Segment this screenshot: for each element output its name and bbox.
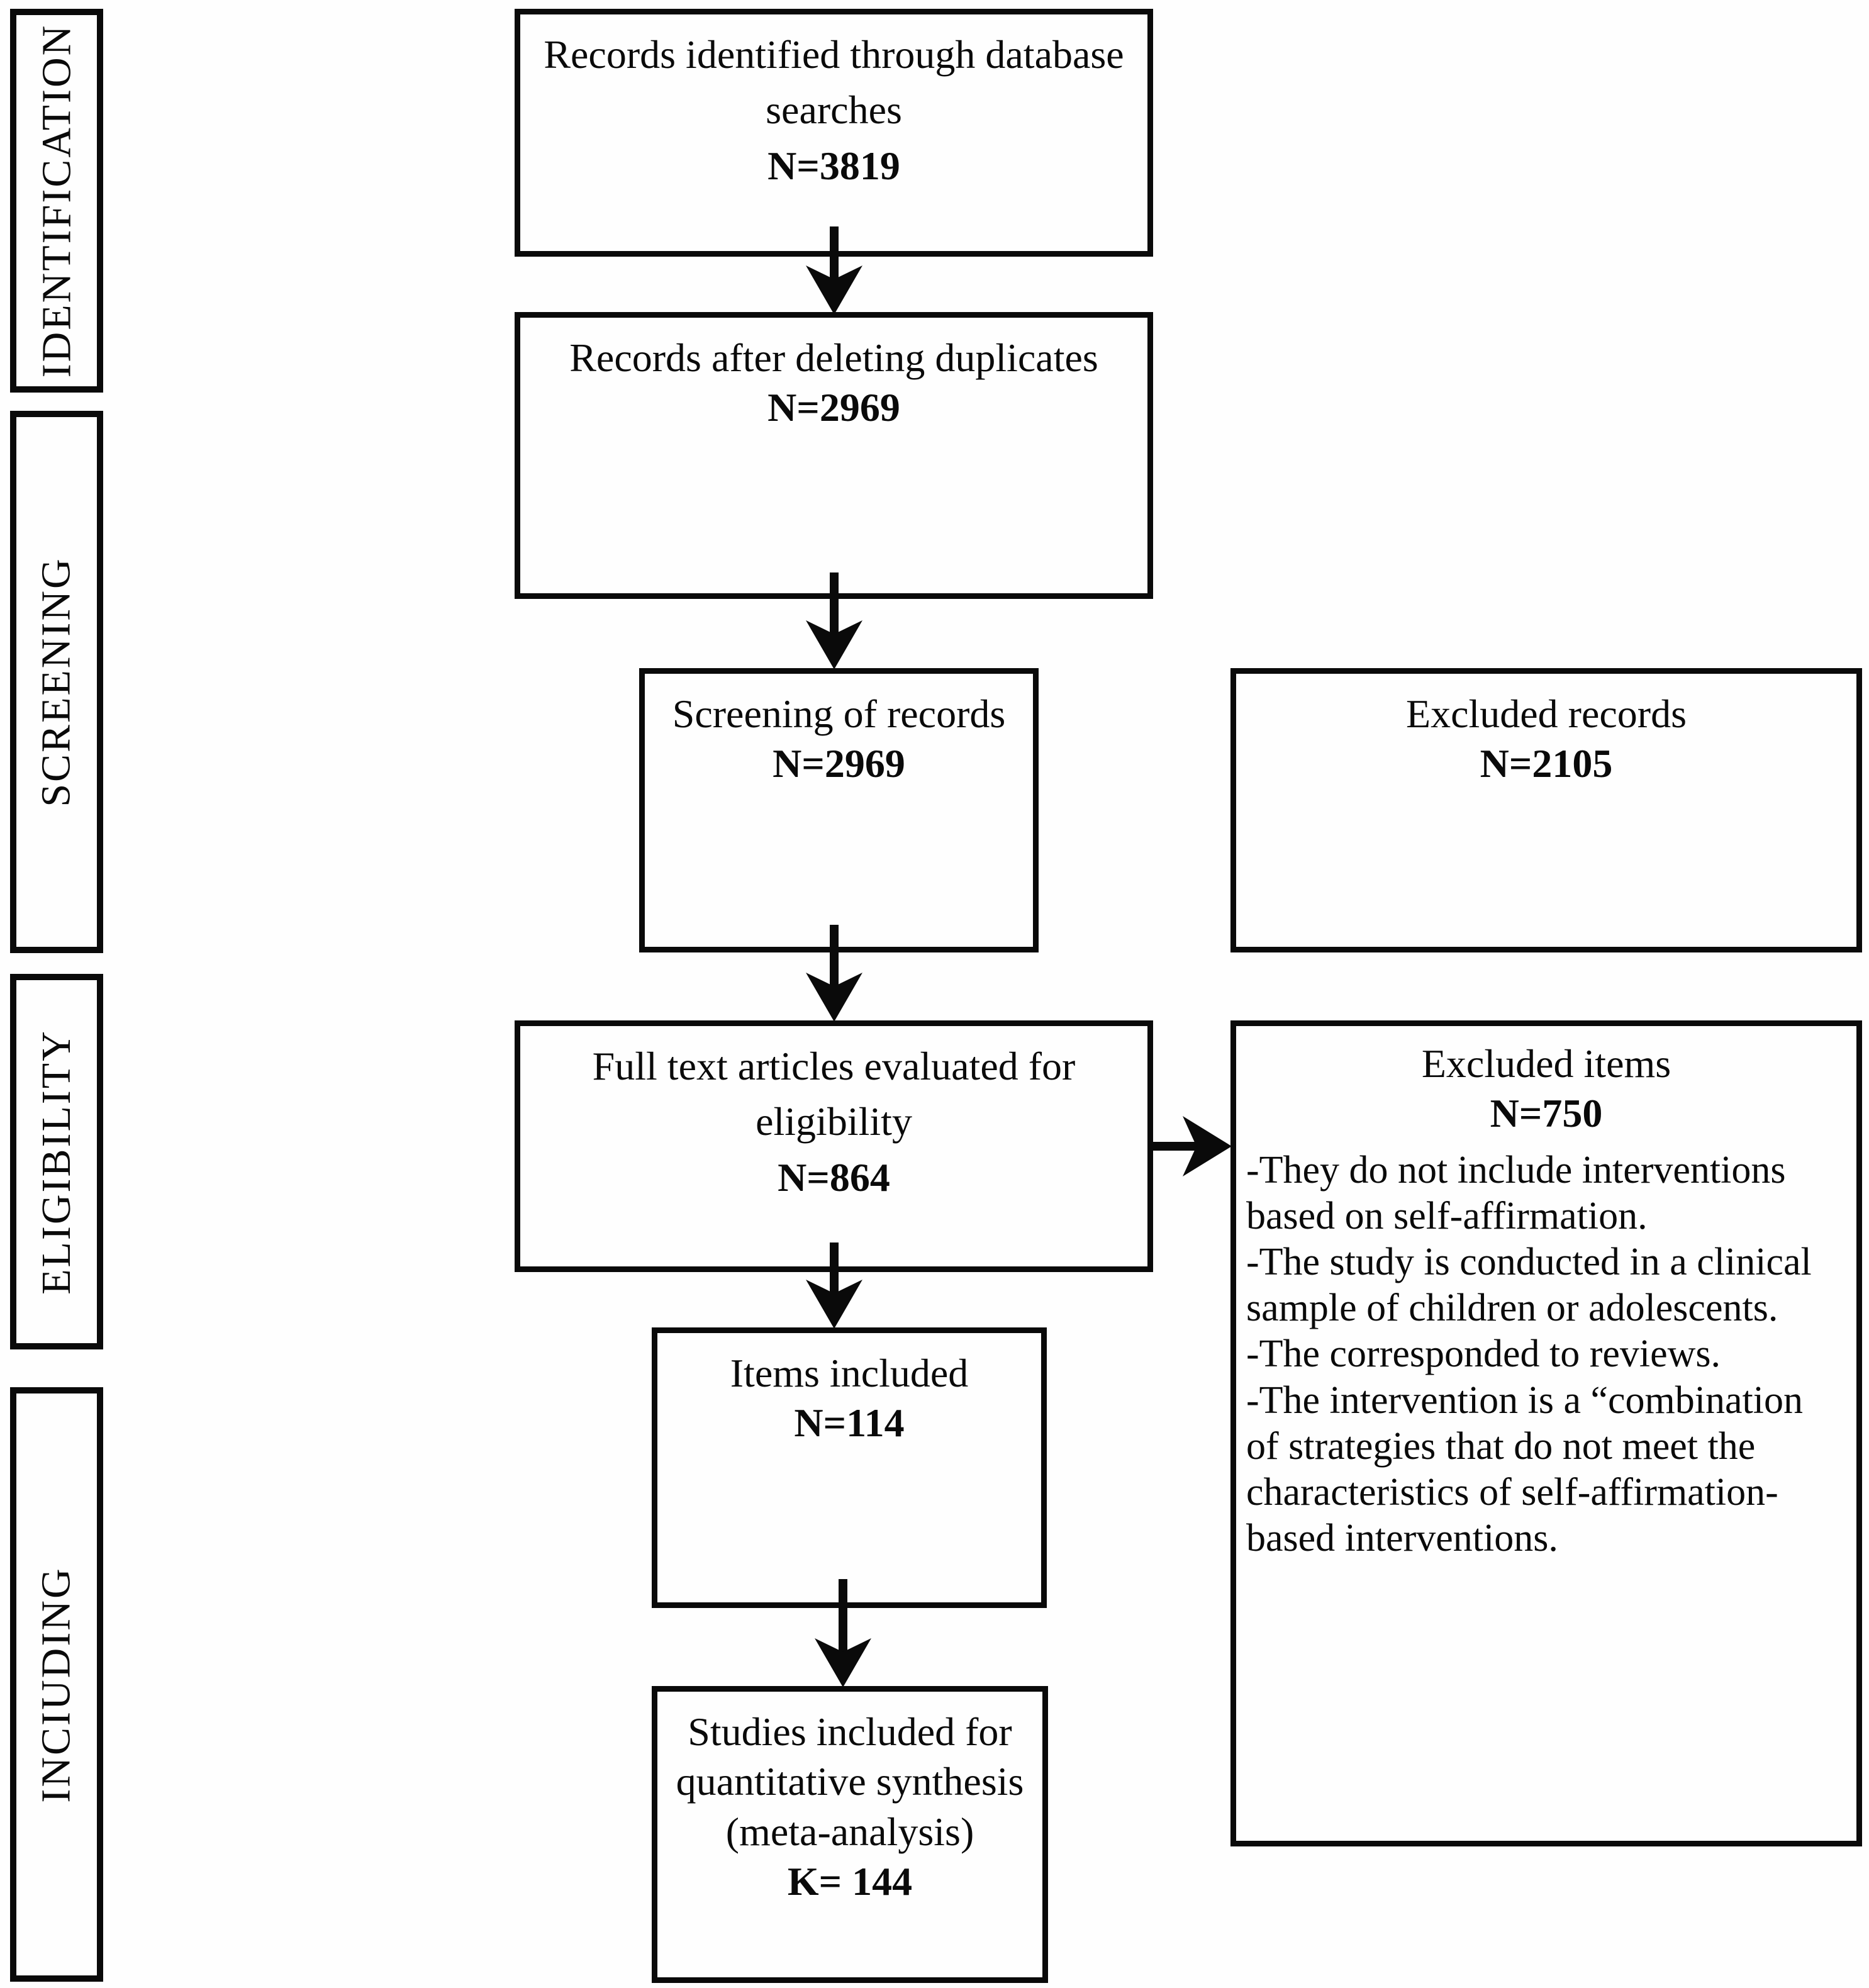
full-text-count: N=864	[778, 1154, 890, 1200]
records-identified-title-line: searches	[766, 87, 902, 133]
excluded-items-count: N=750	[1490, 1091, 1603, 1136]
arrow-stem	[839, 1579, 847, 1662]
excluded-records-box: Excluded records N=2105	[1230, 668, 1862, 952]
stage-label-screening: SCREENING	[33, 557, 80, 807]
arrow-screening-to-fulltext-icon	[806, 925, 862, 1022]
arrow-stem	[830, 925, 839, 997]
records-identified-box: Records identified through database sear…	[515, 9, 1153, 257]
screening-box: Screening of records N=2969	[639, 668, 1039, 952]
quantitative-synthesis-count: K= 144	[787, 1859, 913, 1904]
full-text-box: Full text articles evaluated for eligibi…	[515, 1020, 1153, 1272]
items-included-title-line: Items included	[730, 1351, 969, 1395]
full-text-title-line: Full text articles evaluated for	[592, 1044, 1076, 1088]
arrow-stem	[830, 226, 839, 289]
exclusion-reason-line: characteristics of self-affirmation-	[1246, 1470, 1778, 1514]
arrow-identified-to-deduplicated-icon	[806, 226, 862, 315]
exclusion-reason-line: of strategies that do not meet the	[1246, 1424, 1756, 1468]
arrow-stem	[830, 572, 839, 644]
quantitative-synthesis-title-line: quantitative synthesis	[676, 1759, 1024, 1804]
deduplicated-title-line: Records after deleting duplicates	[569, 335, 1098, 380]
deduplicated-box: Records after deleting duplicates N=2969	[515, 312, 1153, 599]
arrow-stem	[1149, 1142, 1207, 1151]
excluded-records-title: Excluded records	[1405, 691, 1687, 736]
items-included-box: Items included N=114	[652, 1327, 1047, 1608]
exclusion-reason-line: sample of children or adolescents.	[1246, 1287, 1778, 1330]
arrow-items-to-synthesis-icon	[815, 1579, 871, 1687]
stage-box-identification: IDENTIFICATION	[10, 9, 103, 393]
items-included-count: N=114	[794, 1400, 905, 1446]
full-text-title-line: eligibility	[756, 1099, 912, 1144]
exclusion-reason-line: -The corresponded to reviews.	[1246, 1332, 1721, 1376]
excluded-items-box: Excluded items N=750 -They do not includ…	[1230, 1020, 1862, 1846]
exclusion-reason-line: -The intervention is a “combination	[1246, 1378, 1803, 1422]
excluded-records-count: N=2105	[1480, 741, 1613, 786]
arrow-fulltext-to-items-icon	[806, 1242, 862, 1329]
records-identified-count: N=3819	[767, 143, 900, 188]
exclusion-reason-line: based interventions.	[1246, 1516, 1558, 1560]
exclusion-reason-line: -They do not include interventions	[1246, 1148, 1786, 1192]
arrow-deduplicated-to-screening-icon	[806, 572, 862, 669]
quantitative-synthesis-title-line: (meta-analysis)	[725, 1809, 974, 1854]
quantitative-synthesis-title-line: Studies included for	[688, 1709, 1012, 1754]
arrow-stem	[830, 1242, 839, 1304]
stage-label-identification: IDENTIFICATION	[33, 23, 79, 378]
exclusion-reason-line: based on self-affirmation.	[1246, 1194, 1648, 1237]
stage-box-including: INCIUDING	[10, 1387, 103, 1982]
arrow-fulltext-to-excluded-items-icon	[1149, 1116, 1232, 1176]
excluded-items-title: Excluded items	[1421, 1041, 1671, 1086]
stage-box-screening: SCREENING	[10, 411, 103, 953]
stage-label-eligibility: ELIGIBILITY	[33, 1029, 79, 1295]
stage-label-including: INCIUDING	[33, 1566, 79, 1803]
screening-count: N=2969	[773, 741, 905, 786]
screening-title-line: Screening of records	[672, 691, 1006, 736]
deduplicated-count: N=2969	[767, 385, 900, 430]
exclusion-reason-line: -The study is conducted in a clinical	[1246, 1241, 1812, 1284]
records-identified-title-line: Records identified through database	[544, 32, 1124, 77]
stage-box-eligibility: ELIGIBILITY	[10, 974, 103, 1349]
excluded-items-reasons: -They do not include interventions based…	[1236, 1139, 1856, 1561]
quantitative-synthesis-box: Studies included for quantitative synthe…	[652, 1686, 1048, 1983]
